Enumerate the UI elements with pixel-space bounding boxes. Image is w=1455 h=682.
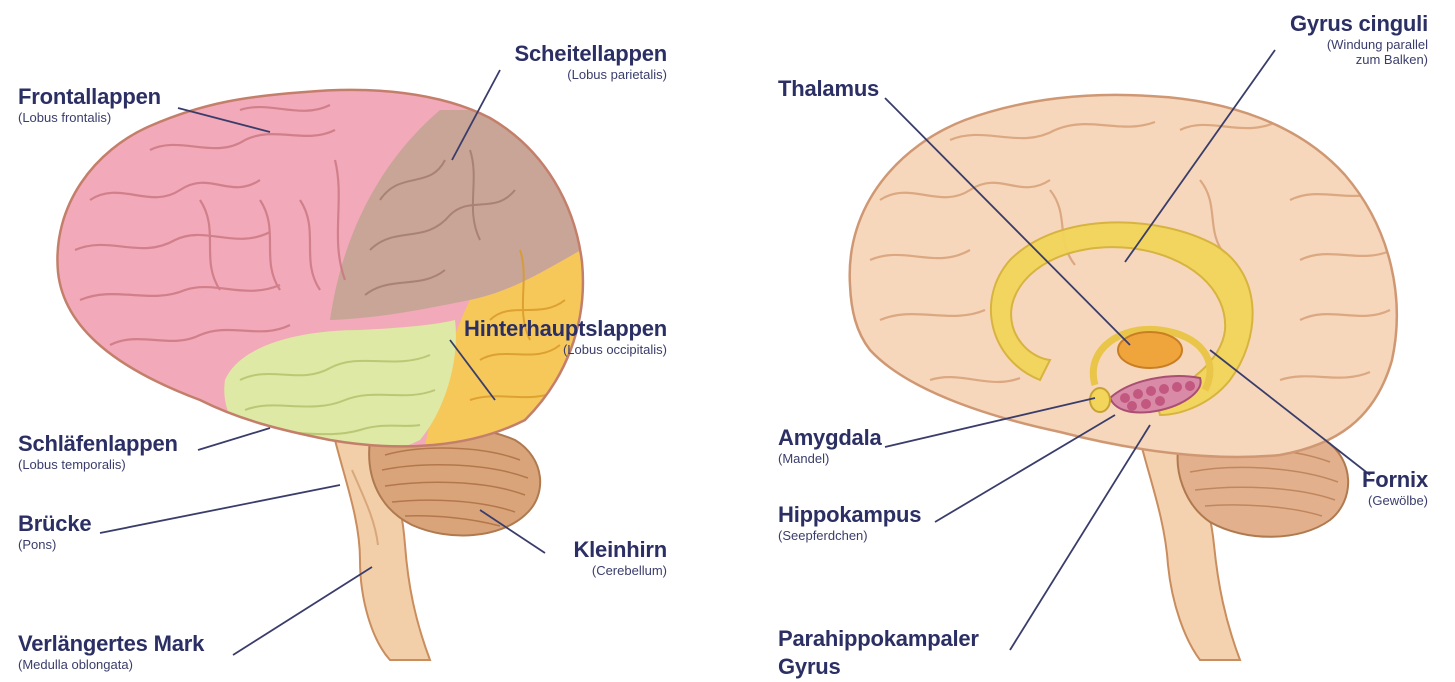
- leader-hippokampus: [935, 415, 1115, 522]
- label-title: Scheitellappen: [515, 42, 667, 65]
- label-subtitle: (Lobus occipitalis): [464, 343, 667, 357]
- label-subtitle-line2: zum Balken): [1290, 53, 1428, 67]
- label-title: Frontallappen: [18, 85, 161, 108]
- leader-parahippokampaler: [1010, 425, 1150, 650]
- right-cerebrum: [830, 80, 1420, 480]
- label-title: Verlängertes Mark: [18, 632, 204, 655]
- label-fornix: Fornix (Gewölbe): [1362, 468, 1428, 508]
- label-subtitle: (Cerebellum): [573, 564, 667, 578]
- label-title-line1: Parahippokampaler: [778, 627, 979, 650]
- right-brain-illustration: [830, 80, 1420, 660]
- label-subtitle: (Mandel): [778, 452, 882, 466]
- label-thalamus: Thalamus: [778, 77, 879, 100]
- label-frontallappen: Frontallappen (Lobus frontalis): [18, 85, 161, 125]
- label-subtitle-line1: (Windung parallel: [1290, 38, 1428, 52]
- label-amygdala: Amygdala (Mandel): [778, 426, 882, 466]
- leader-bruecke: [100, 485, 340, 533]
- label-subtitle: (Lobus frontalis): [18, 111, 161, 125]
- label-title: Schläfenlappen: [18, 432, 178, 455]
- label-schlaefenlappen: Schläfenlappen (Lobus temporalis): [18, 432, 178, 472]
- label-title: Kleinhirn: [573, 538, 667, 561]
- label-hippokampus: Hippokampus (Seepferdchen): [778, 503, 921, 543]
- label-scheitellappen: Scheitellappen (Lobus parietalis): [515, 42, 667, 82]
- label-parahippokampaler: Parahippokampaler Gyrus: [778, 627, 979, 678]
- label-gyrus-cinguli: Gyrus cinguli (Windung parallel zum Balk…: [1290, 12, 1428, 66]
- leader-schlaefenlappen: [198, 428, 270, 450]
- label-subtitle: (Pons): [18, 538, 91, 552]
- leader-verlaengertes-mark: [233, 567, 372, 655]
- label-title: Amygdala: [778, 426, 882, 449]
- amygdala-structure: [1090, 388, 1110, 412]
- label-title-line2: Gyrus: [778, 655, 979, 678]
- label-subtitle: (Seepferdchen): [778, 529, 921, 543]
- label-title: Hippokampus: [778, 503, 921, 526]
- label-subtitle: (Lobus temporalis): [18, 458, 178, 472]
- left-brain-illustration: [40, 70, 600, 660]
- thalamus-structure: [1118, 332, 1182, 368]
- label-title: Hinterhauptslappen: [464, 317, 667, 340]
- label-subtitle: (Medulla oblongata): [18, 658, 204, 672]
- label-verlaengertes-mark: Verlängertes Mark (Medulla oblongata): [18, 632, 204, 672]
- label-subtitle: (Lobus parietalis): [515, 68, 667, 82]
- label-subtitle: (Gewölbe): [1362, 494, 1428, 508]
- label-hinterhauptslappen: Hinterhauptslappen (Lobus occipitalis): [464, 317, 667, 357]
- label-bruecke: Brücke (Pons): [18, 512, 91, 552]
- label-title: Thalamus: [778, 77, 879, 100]
- label-title: Fornix: [1362, 468, 1428, 491]
- label-kleinhirn: Kleinhirn (Cerebellum): [573, 538, 667, 578]
- label-title: Gyrus cinguli: [1290, 12, 1428, 35]
- label-title: Brücke: [18, 512, 91, 535]
